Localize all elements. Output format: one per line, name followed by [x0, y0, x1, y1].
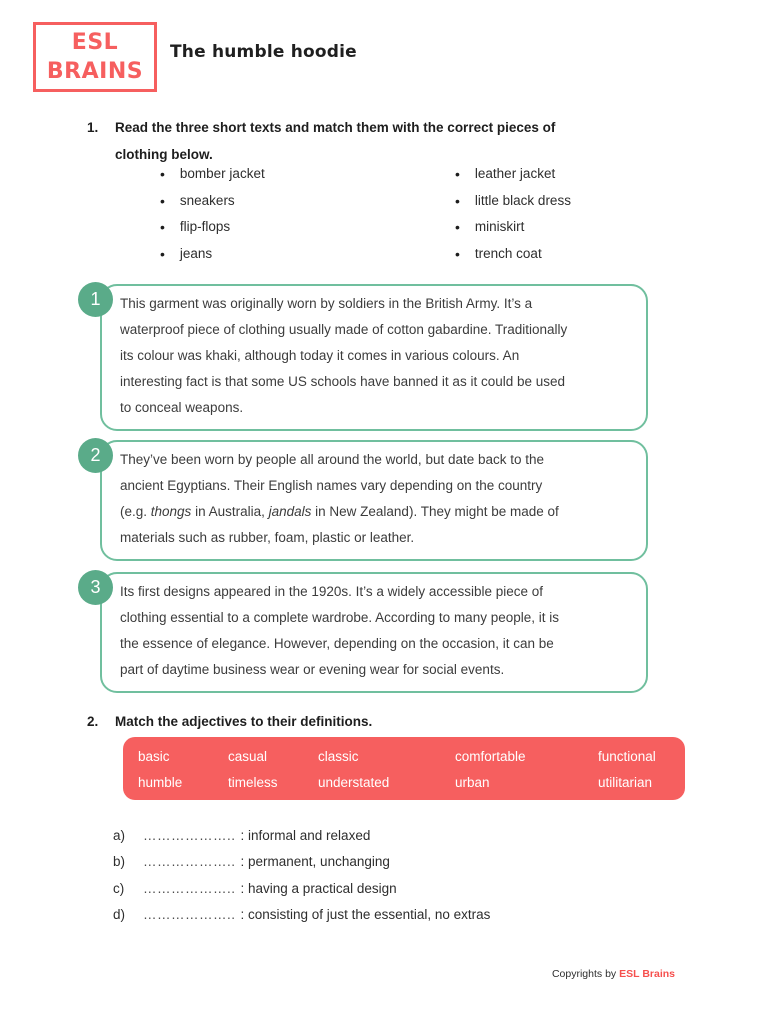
text-number-badge: 1	[78, 282, 113, 317]
copyright-text: Copyrights by	[551, 968, 617, 980]
exercise1-number: 1.	[87, 120, 99, 135]
list-item-label: little black dress	[474, 192, 571, 208]
reading-text-3: Its first designs appeared in the 1920s.…	[120, 584, 559, 677]
clothing-list-left: bomber jacket sneakers flip-flops jeans	[160, 161, 455, 267]
text-number-badge: 3	[78, 570, 113, 605]
definition-letter: d)	[113, 906, 126, 922]
list-item-label: trench coat	[474, 245, 542, 261]
reading-text-box-1: 1 This garment was originally worn by so…	[78, 282, 648, 431]
definitions-list: a) ……………….. : informal and relaxed b) ………	[113, 823, 490, 928]
list-item: flip-flops	[160, 214, 455, 241]
exercise2-heading: 2. Match the adjectives to their definit…	[87, 708, 657, 735]
definition-row-c: c) ……………….. : having a practical design	[113, 876, 490, 902]
list-item-label: sneakers	[179, 192, 235, 208]
adjective-word: humble	[138, 775, 183, 790]
list-item-label: miniskirt	[474, 219, 525, 234]
definition-row-d: d) ……………….. : consisting of just the ess…	[113, 902, 490, 928]
answer-blank: ………………..	[143, 880, 236, 896]
list-item-label: flip-flops	[179, 219, 231, 234]
exercise1-instruction-line1: Read the three short texts and match the…	[115, 120, 556, 135]
list-item-label: bomber jacket	[179, 166, 265, 181]
definition-text: : consisting of just the essential, no e…	[240, 906, 491, 922]
list-item: leather jacket	[455, 161, 571, 188]
definition-letter: b)	[113, 854, 126, 870]
exercise1-heading: 1. Read the three short texts and match …	[87, 114, 657, 168]
text-number-badge: 2	[78, 438, 113, 473]
list-item: jeans	[160, 241, 455, 268]
adjective-word: comfortable	[455, 749, 526, 764]
clothing-lists: bomber jacket sneakers flip-flops jeans …	[160, 161, 640, 267]
logo-line-esl: ESL	[71, 30, 119, 55]
list-item: bomber jacket	[160, 161, 455, 188]
list-item: miniskirt	[455, 214, 571, 241]
list-item: little black dress	[455, 188, 571, 215]
adjective-word: basic	[138, 749, 170, 764]
reading-text-2: They’ve been worn by people all around t…	[120, 452, 559, 545]
adjective-word: classic	[318, 749, 359, 764]
list-item: trench coat	[455, 241, 571, 268]
adjective-word: casual	[228, 749, 268, 764]
brand-name: ESL Brains	[619, 968, 675, 980]
exercise1-instruction-line2: clothing below.	[115, 147, 213, 162]
reading-text-box-3: 3 Its first designs appeared in the 1920…	[78, 570, 648, 693]
definition-letter: a)	[113, 828, 126, 843]
adjective-word: utilitarian	[598, 775, 653, 790]
definition-letter: c)	[113, 880, 125, 896]
definition-text: : having a practical design	[240, 880, 397, 896]
list-item-label: leather jacket	[474, 166, 556, 181]
exercise2-number: 2.	[87, 714, 99, 729]
clothing-list-right: leather jacket little black dress minisk…	[455, 161, 571, 267]
reading-text-1: This garment was originally worn by sold…	[120, 296, 568, 415]
definition-text: : permanent, unchanging	[240, 854, 390, 870]
adjective-word-bank: basic casual classic comfortable functio…	[123, 737, 685, 800]
definition-row-b: b) ……………….. : permanent, unchanging	[113, 849, 490, 875]
reading-text-box-2: 2 They’ve been worn by people all around…	[78, 438, 648, 561]
adjective-word: understated	[318, 775, 390, 790]
adjective-word: urban	[455, 775, 490, 790]
esl-brains-logo: ESL BRAINS	[33, 22, 157, 92]
list-item-label: jeans	[179, 245, 213, 261]
answer-blank: ………………..	[143, 854, 236, 870]
answer-blank: ………………..	[143, 828, 236, 843]
logo-line-brains: BRAINS	[46, 59, 144, 84]
exercise1-instruction: Read the three short texts and match the…	[115, 114, 555, 168]
definition-row-a: a) ……………….. : informal and relaxed	[113, 823, 490, 849]
definition-text: : informal and relaxed	[240, 828, 371, 843]
adjective-word: functional	[598, 749, 656, 764]
adjective-word: timeless	[228, 775, 278, 790]
exercise2-instruction: Match the adjectives to their definition…	[115, 714, 373, 729]
answer-blank: ………………..	[143, 906, 236, 922]
page-title: The humble hoodie	[170, 42, 357, 62]
list-item: sneakers	[160, 188, 455, 215]
